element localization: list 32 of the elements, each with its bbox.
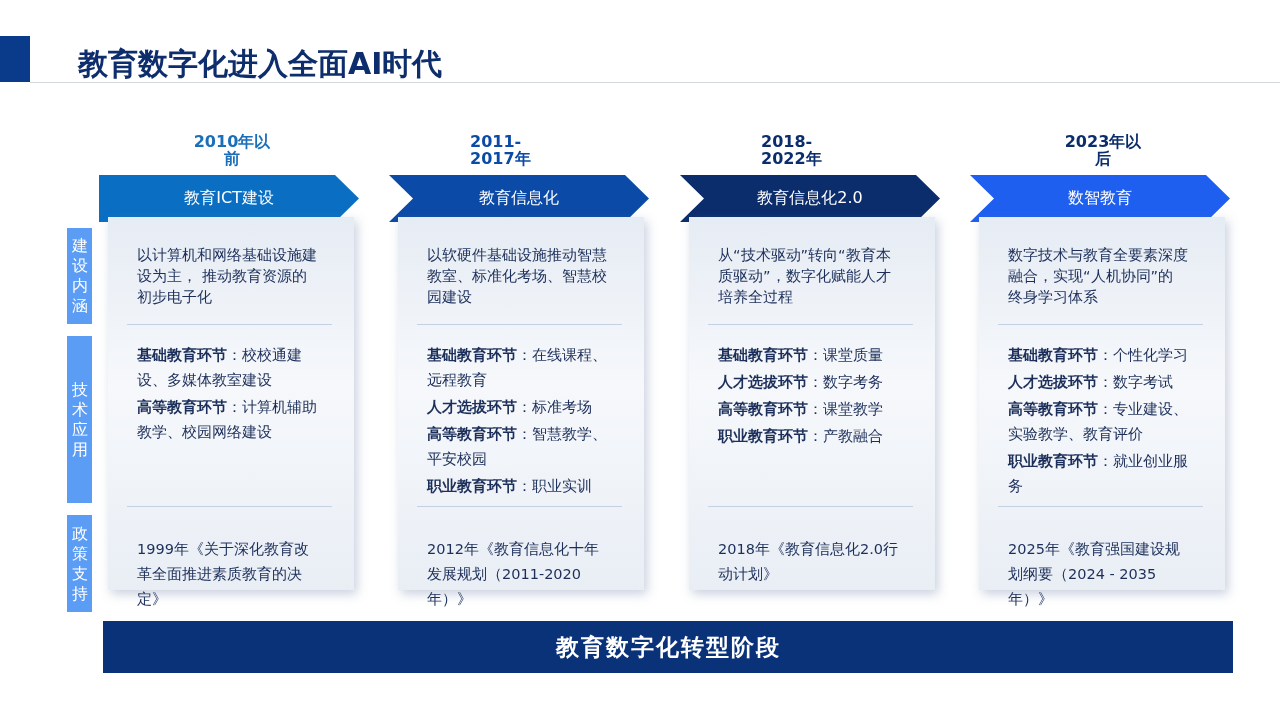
stage-card [689, 217, 935, 590]
application-item: 高等教育环节：专业建设、实验教学、教育评价 [1008, 400, 1188, 444]
description-text: 以软硬件基础设施推动智慧教室、标准化考场、智慧校园建设 [427, 246, 607, 307]
side-label: 政策支持 [67, 515, 92, 612]
year-label: 2023年以后 [1063, 133, 1143, 167]
application-item: 基础教育环节：课堂质量 [718, 346, 884, 365]
description-text: 以计算机和网络基础设施建设为主， 推动教育资源的初步电子化 [137, 246, 317, 307]
application-item: 职业教育环节：就业创业服务 [1008, 452, 1188, 496]
application-item: 职业教育环节：产教融合 [718, 427, 884, 446]
application-item: 基础教育环节：在线课程、远程教育 [427, 346, 607, 390]
side-label: 技术应用 [67, 336, 92, 503]
title: 教育数字化进入全面AI时代 [78, 45, 443, 83]
application-item: 人才选拔环节：数字考务 [718, 373, 884, 392]
application-item: 人才选拔环节：数字考试 [1008, 373, 1174, 392]
description-text: 数字技术与教育全要素深度融合，实现“人机协同”的终身学习体系 [1008, 246, 1188, 307]
application-item: 人才选拔环节：标准考场 [427, 398, 593, 417]
side-label: 建设内涵 [67, 228, 92, 324]
description-text: 从“技术驱动”转向“教育本质驱动”，数字化赋能人才培养全过程 [718, 246, 892, 307]
policy-text: 2012年《教育信息化十年发展规划（2011-2020年）》 [427, 540, 600, 609]
policy-text: 2018年《教育信息化2.0行动计划》 [718, 540, 898, 584]
stage-banner: 教育数字化转型阶段 [103, 621, 1233, 673]
policy-text: 2025年《教育强国建设规划纲要（2024 - 2035年）》 [1008, 540, 1181, 609]
year-label: 2010年以前 [192, 133, 272, 167]
application-item: 职业教育环节：职业实训 [427, 477, 593, 496]
application-item: 高等教育环节：计算机辅助教学、校园网络建设 [137, 398, 317, 442]
year-label: 2011-2017年 [470, 133, 532, 167]
application-item: 基础教育环节：校校通建设、多媒体教室建设 [137, 346, 303, 390]
year-label: 2018-2022年 [761, 133, 823, 167]
application-item: 基础教育环节：个性化学习 [1008, 346, 1188, 365]
application-item: 高等教育环节：智慧教学、平安校园 [427, 425, 607, 469]
application-item: 高等教育环节：课堂教学 [718, 400, 884, 419]
policy-text: 1999年《关于深化教育改革全面推进素质教育的决定》 [137, 540, 310, 609]
